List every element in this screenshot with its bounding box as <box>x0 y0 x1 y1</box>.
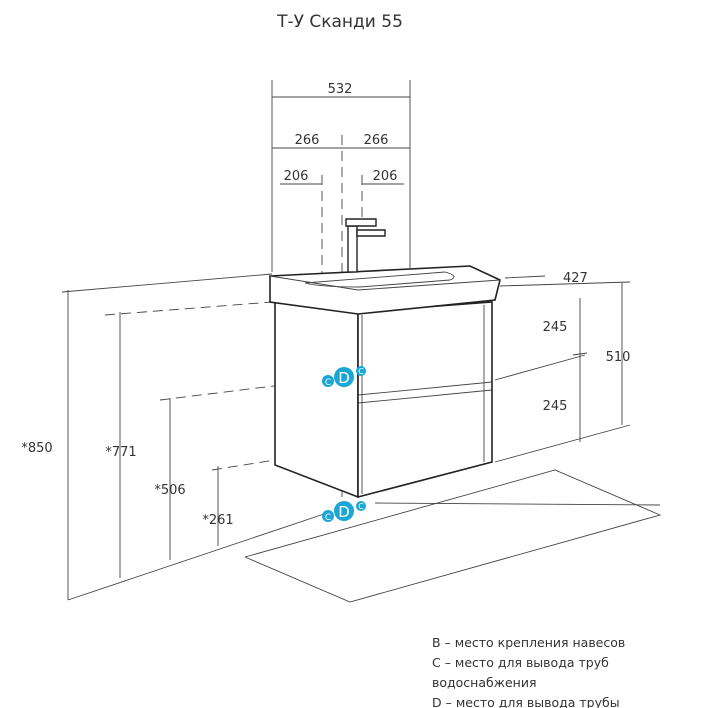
legend-item-d: D – место для вывода трубы канализации <box>432 695 620 708</box>
pipe-markers-lower: C D C <box>322 501 366 523</box>
dim-532: 532 <box>328 82 353 97</box>
marker-c <box>356 366 366 376</box>
dim-245-top: 245 <box>543 320 568 335</box>
wall-lines <box>61 273 631 471</box>
marker-d <box>334 501 354 521</box>
dim-261: *261 <box>202 513 233 528</box>
dim-266-right: 266 <box>364 133 389 148</box>
marker-c <box>322 375 334 387</box>
dim-771: *771 <box>105 445 136 460</box>
legend-item-b: B – место крепления навесов <box>432 635 626 650</box>
svg-text:D: D <box>338 503 350 521</box>
dim-510: 510 <box>606 350 631 365</box>
washbasin <box>269 265 501 315</box>
marker-c <box>322 510 334 522</box>
vertical-dimensions <box>67 283 623 600</box>
marker-c <box>356 501 366 511</box>
dim-245-bottom: 245 <box>543 399 568 414</box>
legend-item-c: C – место для вывода труб водоснабжения <box>432 655 609 690</box>
faucet <box>345 218 386 273</box>
svg-text:D: D <box>338 369 350 387</box>
dim-206-right: 206 <box>373 169 398 184</box>
floor-outline <box>67 469 662 603</box>
svg-text:C: C <box>358 367 364 376</box>
pipe-markers-upper: C D C <box>322 366 366 388</box>
svg-text:C: C <box>325 378 331 388</box>
dim-206-left: 206 <box>284 169 309 184</box>
dim-266-left: 266 <box>295 133 320 148</box>
legend: B – место крепления навесов C – место дл… <box>432 633 708 708</box>
dim-506: *506 <box>154 483 185 498</box>
dim-850: *850 <box>21 441 52 456</box>
dim-427: 427 <box>563 271 588 286</box>
marker-d <box>334 367 354 387</box>
svg-text:C: C <box>358 502 364 511</box>
svg-text:C: C <box>325 513 331 523</box>
cabinet <box>274 299 493 499</box>
drawing-title: Т-У Сканди 55 <box>276 12 403 32</box>
